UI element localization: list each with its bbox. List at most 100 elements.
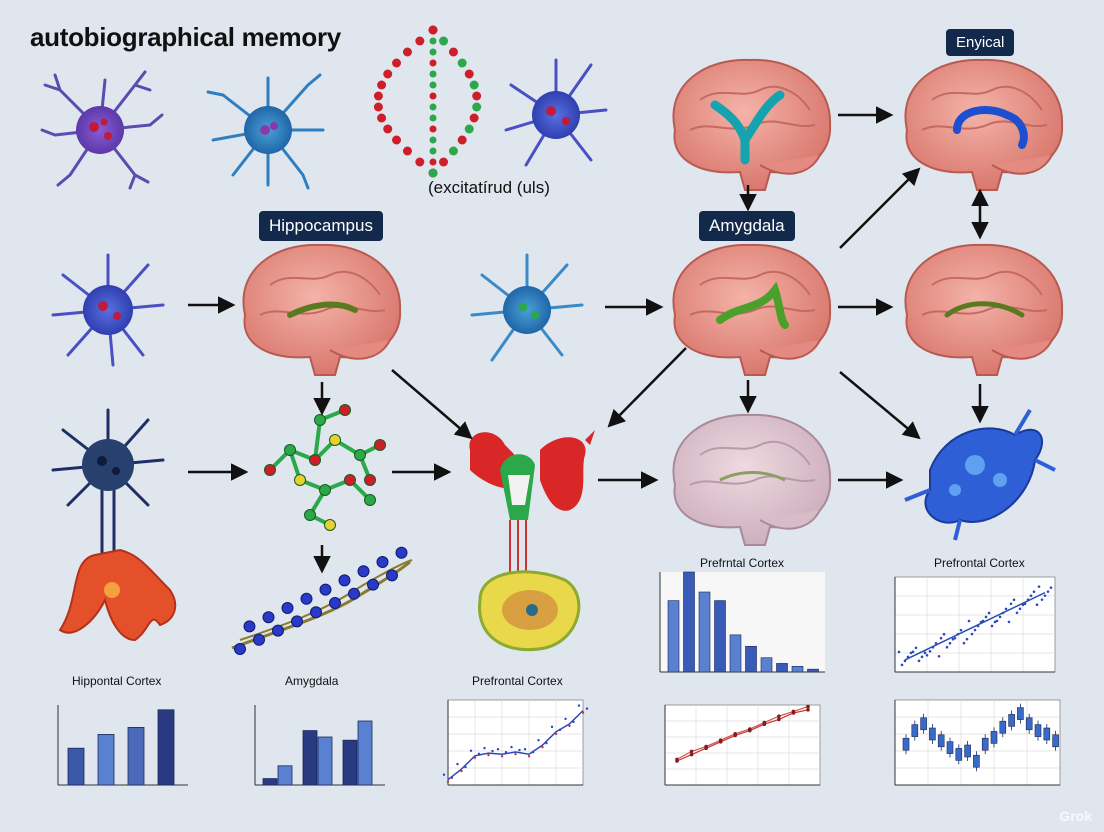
data-point	[577, 704, 581, 707]
data-point	[979, 620, 983, 624]
neuron-icon	[51, 253, 165, 367]
dna-base	[429, 125, 437, 133]
data-point	[937, 654, 941, 658]
dna-base	[429, 103, 437, 111]
data-point	[806, 704, 810, 709]
data-point	[914, 646, 918, 650]
helix-bead	[367, 578, 379, 591]
helix-bead	[253, 633, 265, 646]
data-point	[446, 780, 450, 783]
data-point	[806, 708, 810, 712]
chart-caption: Hippontal Cortex	[72, 674, 162, 688]
data-point	[1001, 611, 1005, 615]
molecule-icon	[264, 404, 386, 531]
data-point	[953, 636, 957, 640]
page-title: autobiographical memory	[30, 22, 341, 52]
data-point	[973, 628, 977, 632]
dna-base	[402, 146, 412, 156]
data-point	[993, 620, 997, 624]
dna-helix-icon	[373, 25, 482, 178]
data-point	[460, 769, 463, 773]
bar	[791, 665, 804, 673]
bar	[667, 600, 680, 673]
data-point	[931, 645, 935, 649]
data-point	[903, 659, 907, 663]
helix-bead	[281, 602, 294, 614]
box	[973, 754, 980, 768]
dna-base	[377, 113, 387, 123]
neuron-icon	[206, 73, 325, 190]
helix-bead	[234, 643, 246, 655]
neuron-icon	[40, 70, 164, 190]
chart-caption: Amygdala	[285, 674, 339, 688]
brain-icon	[672, 413, 832, 546]
data-point	[531, 750, 535, 754]
brain-icon	[242, 243, 402, 376]
data-point	[990, 624, 994, 628]
data-point	[965, 637, 969, 641]
box	[1034, 724, 1042, 737]
data-point	[987, 611, 991, 615]
helix-bead	[243, 620, 256, 633]
bar	[342, 739, 358, 786]
dna-base	[472, 102, 482, 112]
box	[1052, 734, 1059, 748]
dna-base	[383, 69, 393, 79]
data-point	[777, 717, 781, 722]
data-point	[1043, 594, 1047, 597]
data-point	[558, 728, 562, 732]
watermark: Grok	[1059, 808, 1092, 824]
synapse-icon	[58, 548, 177, 642]
box	[955, 748, 963, 761]
data-point	[1004, 607, 1008, 611]
data-point	[1049, 586, 1053, 589]
data-point	[541, 745, 544, 749]
chart-caption: Prefrontal Cortex	[472, 674, 563, 688]
box-chart	[894, 699, 1061, 786]
atom	[364, 494, 376, 506]
data-point	[967, 619, 971, 623]
line-chart	[664, 704, 821, 786]
dna-base	[429, 169, 437, 177]
data-point	[504, 750, 508, 754]
data-point	[976, 624, 980, 628]
dna-base	[469, 80, 479, 90]
data-point	[942, 632, 946, 636]
data-point	[527, 754, 531, 758]
bar-chart	[57, 705, 188, 786]
data-point	[500, 754, 504, 758]
data-point	[491, 749, 494, 753]
box	[981, 737, 989, 751]
dna-base	[457, 58, 467, 68]
data-point	[900, 663, 904, 667]
bar-chart	[659, 571, 825, 673]
helix-bead	[291, 615, 303, 628]
data-point	[581, 711, 585, 714]
data-point	[733, 733, 738, 738]
data-point	[483, 746, 486, 750]
helix-bead	[338, 574, 351, 587]
dna-base	[457, 135, 467, 145]
chart-caption: Prefrontal Cortex	[934, 556, 1025, 570]
label-hippocampus: Hippocampus	[259, 211, 383, 241]
data-point	[1018, 607, 1022, 611]
glia-cell-icon	[904, 408, 1056, 541]
dna-base	[429, 81, 437, 89]
data-point	[1021, 603, 1025, 607]
data-point	[939, 636, 943, 640]
atom	[309, 454, 321, 466]
dna-base	[429, 147, 437, 155]
dna-base	[429, 92, 437, 100]
dna-base	[415, 157, 425, 167]
box	[964, 744, 971, 758]
bar-chart	[254, 705, 385, 786]
data-point	[585, 707, 589, 710]
data-point	[956, 632, 960, 636]
data-point	[464, 765, 467, 769]
series-line	[676, 706, 809, 760]
dna-base	[373, 91, 383, 101]
data-point	[777, 714, 781, 718]
data-point	[923, 651, 927, 655]
data-point	[984, 615, 988, 619]
